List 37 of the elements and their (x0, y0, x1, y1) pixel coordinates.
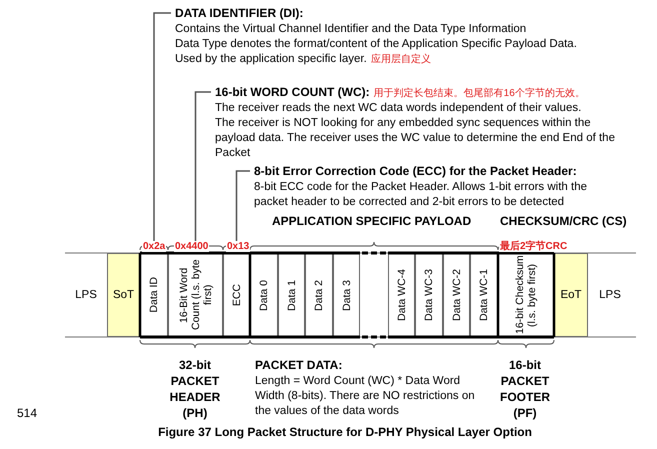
packet-field: 16-Bit Word Count (l.s. byte first) (168, 253, 223, 337)
description-text: 8-bit ECC code for the Packet Header. Allows 1-bit errors with the packet header to be corrected and 2-bit errors to be detected (254, 181, 588, 208)
heading: 16-bit WORD COUNT (WC): (215, 85, 370, 99)
leader-line (236, 170, 250, 241)
packet-field: EoT (554, 253, 588, 337)
description-text: The receiver is NOT looking for any embedded sync sequences within the payload data. The receiver uses the WC value to determine the end End of the Packet (215, 117, 615, 159)
packet-field: Data WC-2 (443, 253, 470, 337)
packet-field: Data 1 (278, 253, 305, 337)
packet-field: SoT (107, 253, 140, 337)
description-text: Used by the application specific layer. (175, 53, 367, 65)
description-text: The receiver reads the next WC data words independent of their values. (215, 102, 582, 114)
signal-state: LPS (65, 253, 107, 337)
packet-field: Data 2 (305, 253, 333, 337)
hex-value: 0x13 (226, 241, 250, 252)
leader-line (153, 12, 171, 241)
packet-field: Data 3 (333, 253, 360, 337)
annotation-note: 应用层自定义 (370, 54, 431, 65)
heading: DATA IDENTIFIER (DI): (175, 6, 304, 20)
page-number: 514 (17, 406, 38, 421)
section-label: PACKET DATA: (255, 358, 342, 373)
leader-line (194, 91, 211, 241)
section-label: 16-bit PACKET FOOTER (PF) (499, 357, 551, 421)
description-text: Length = Word Count (WC) * Data Word Width (8-bits). There are NO restrictions on the values of the data words (255, 374, 476, 419)
annotation-note: 用于判定长包结束。包尾部有16个字节的无效。 (374, 88, 585, 99)
annotation-note: 最后2字节CRC (499, 241, 568, 252)
packet-field: Data WC-3 (415, 253, 443, 337)
hex-value: 0x4400 (174, 241, 210, 252)
signal-state: LPS (588, 253, 632, 337)
description-text: Data Type denotes the format/content of the Application Specific Payload Data. (175, 38, 577, 50)
section-heading: CHECKSUM/CRC (CS) (500, 214, 627, 229)
section-heading: APPLICATION SPECIFIC PAYLOAD (272, 214, 472, 229)
packet-field: Data WC-4 (388, 253, 415, 337)
heading: 8-bit Error Correction Code (ECC) for the Packet Header: (254, 164, 577, 178)
figure-caption: Figure 37 Long Packet Structure for D-PHY Physical Layer Option (157, 425, 533, 439)
section-label: 32-bit PACKET HEADER (PH) (168, 357, 222, 421)
hex-value: 0x2a (142, 241, 166, 252)
description-text: Contains the Virtual Channel Identifier and the Data Type Information (175, 23, 526, 35)
